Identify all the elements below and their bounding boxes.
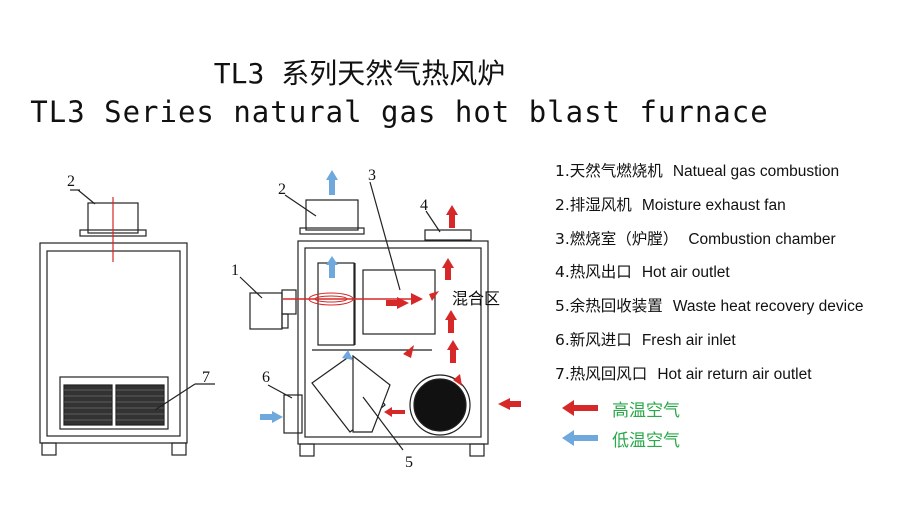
callout-2-front: 2 [67, 173, 75, 190]
legend-num: 2. [555, 195, 570, 214]
exhaust-fan [305, 199, 359, 231]
fresh-air-inlet [283, 394, 303, 434]
legend-item: 1.天然气燃烧机 Natueal gas combustion [555, 160, 895, 194]
callout-7: 7 [202, 369, 210, 386]
legend-num: 7. [555, 364, 570, 383]
gas-burner [249, 292, 283, 330]
legend-en: Fresh air inlet [641, 331, 736, 349]
callout-3: 3 [368, 167, 376, 184]
front-view [39, 189, 215, 456]
key-hot-air: 高温空气 [560, 396, 760, 422]
legend-cn: 燃烧室（炉膛） [569, 229, 679, 248]
legend-num: 1. [555, 162, 570, 180]
hot-air-arrow-icon [562, 400, 598, 416]
legend-num: 3. [555, 229, 570, 248]
callout-5: 5 [405, 454, 413, 471]
title-english: TL3 Series natural gas hot blast furnace [30, 95, 769, 129]
legend-en: Natueal gas combustion [672, 163, 840, 180]
legend-cn: 热风回风口 [569, 364, 648, 383]
legend-en: Hot air return air outlet [657, 365, 812, 383]
waste-heat-recovery [311, 355, 386, 433]
key-cold-air: 低温空气 [560, 426, 760, 452]
hot-air-arrows [384, 205, 521, 417]
mix-zone-label: 混合区 [452, 290, 500, 308]
section-body [297, 240, 489, 445]
legend-en: Moisture exhaust fan [641, 196, 786, 214]
legend-cn: 排湿风机 [569, 195, 632, 214]
title-chinese: TL3 系列天然气热风炉 [213, 57, 506, 90]
section-view [239, 181, 489, 457]
legend-item: 3.燃烧室（炉膛） Combustion chamber [555, 228, 895, 262]
hot-air-label: 高温空气 [612, 401, 680, 421]
legend-cn: 余热回收装置 [569, 297, 663, 316]
legend-cn: 天然气燃烧机 [569, 162, 663, 180]
legend-item: 2.排湿风机 Moisture exhaust fan [555, 194, 895, 228]
legend-cn: 新风进口 [569, 330, 632, 349]
callout-4: 4 [420, 197, 428, 214]
legend-num: 6. [555, 330, 570, 349]
legend-num: 5. [555, 297, 570, 316]
legend-en: Combustion chamber [688, 230, 836, 248]
cold-air-arrows [260, 170, 353, 423]
legend-item: 7.热风回风口 Hot air return air outlet [555, 363, 895, 397]
legend-item: 5.余热回收装置 Waste heat recovery device [555, 295, 895, 329]
cold-air-arrow-icon [562, 430, 598, 446]
legend-en: Waste heat recovery device [672, 298, 864, 316]
legend: 1.天然气燃烧机 Natueal gas combustion 2.排湿风机 Moi… [555, 160, 895, 397]
callout-1: 1 [231, 262, 239, 279]
legend-item: 4.热风出口 Hot air outlet [555, 261, 895, 295]
callout-6: 6 [262, 369, 270, 386]
legend-num: 4. [555, 263, 570, 282]
legend-item: 6.新风进口 Fresh air inlet [555, 329, 895, 363]
legend-en: Hot air outlet [641, 264, 730, 282]
legend-cn: 热风出口 [569, 263, 632, 282]
hot-air-outlet [424, 229, 472, 241]
cold-air-label: 低温空气 [612, 431, 680, 451]
callout-2: 2 [278, 181, 286, 198]
combustion-chamber [362, 269, 436, 335]
circulation-fan [413, 378, 467, 432]
